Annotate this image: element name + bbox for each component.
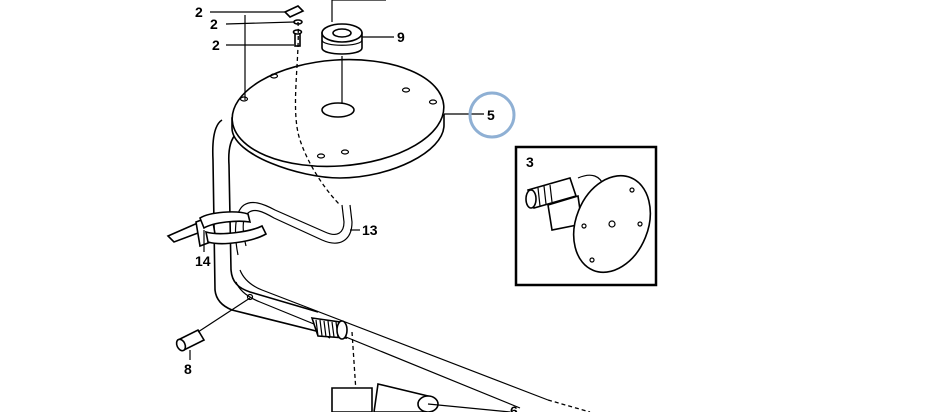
callout-9[interactable]: 9 [397,29,405,45]
plate-hole [428,99,438,105]
cable-harness [211,119,591,412]
threaded-connector [310,317,357,393]
sleeve [175,293,254,352]
callout-13[interactable]: 13 [362,222,378,238]
cable-loop [234,201,353,256]
callout-3[interactable]: 3 [526,154,534,170]
plate-hole [239,96,249,102]
main-plate [231,58,445,179]
inset-box [514,145,658,287]
bottom-component [331,383,439,412]
leader-lines [189,11,511,412]
plate-hole [269,73,279,79]
fastener-stack [283,5,341,206]
cable-tie [166,211,268,248]
callout-2-top[interactable]: 2 [195,4,203,20]
grommet [321,0,386,55]
callout-5[interactable]: 5 [487,107,495,123]
callout-2-middle[interactable]: 2 [210,16,218,32]
plate-hole [401,87,411,93]
callout-6[interactable]: 6 [510,403,518,412]
callout-8[interactable]: 8 [184,361,192,377]
plate-hole [316,153,326,159]
callout-2-bottom[interactable]: 2 [212,37,220,53]
highlight-ring [468,91,516,139]
callout-14[interactable]: 14 [195,253,211,269]
plate-hole [340,149,350,155]
